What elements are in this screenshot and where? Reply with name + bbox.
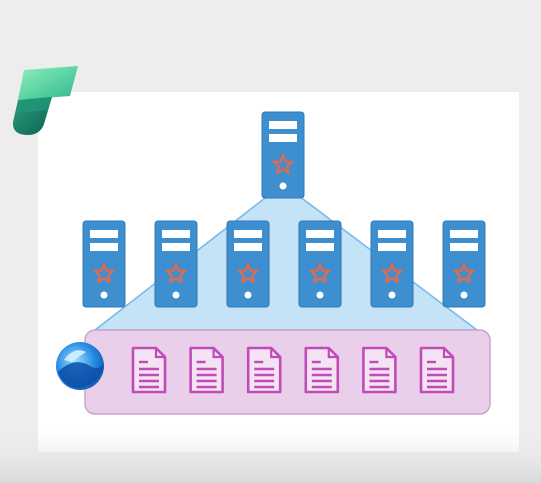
spark-star-icon xyxy=(93,262,115,284)
file-document-3 xyxy=(246,346,282,394)
driver-server xyxy=(261,111,305,199)
file-document-4 xyxy=(304,346,340,394)
server-led xyxy=(100,291,108,299)
server-slot xyxy=(450,243,478,251)
file-document-1 xyxy=(131,346,167,394)
bottom-fade xyxy=(0,430,541,483)
server-slot xyxy=(450,230,478,238)
file-documents xyxy=(131,346,455,394)
file-document-5 xyxy=(362,346,397,394)
server-slot xyxy=(306,230,334,238)
file-document-6 xyxy=(419,346,455,394)
worker-server-6 xyxy=(442,220,486,308)
server-slot xyxy=(90,243,118,251)
spark-star-icon xyxy=(165,262,187,284)
worker-nodes xyxy=(82,220,486,308)
spark-star-icon xyxy=(453,262,475,284)
server-slot xyxy=(234,243,262,251)
server-slot xyxy=(269,134,297,142)
server-slot xyxy=(378,230,406,238)
server-slot xyxy=(162,230,190,238)
server-slot xyxy=(269,121,297,129)
server-slot xyxy=(90,230,118,238)
server-led xyxy=(316,291,324,299)
server-led xyxy=(279,182,287,190)
server-led xyxy=(460,291,468,299)
server-led xyxy=(244,291,252,299)
fabric-logo-icon xyxy=(12,66,78,135)
server-slot xyxy=(162,243,190,251)
file-document-2 xyxy=(189,346,224,394)
worker-server-3 xyxy=(226,220,270,308)
server-slot xyxy=(306,243,334,251)
driver-node xyxy=(261,111,305,199)
spark-star-icon xyxy=(272,153,294,175)
spark-star-icon xyxy=(237,262,259,284)
server-slot xyxy=(378,243,406,251)
worker-server-5 xyxy=(370,220,414,308)
server-led xyxy=(388,291,396,299)
worker-server-4 xyxy=(298,220,342,308)
onelake-icon xyxy=(56,342,104,390)
spark-star-icon xyxy=(309,262,331,284)
server-led xyxy=(172,291,180,299)
worker-server-1 xyxy=(82,220,126,308)
worker-server-2 xyxy=(154,220,198,308)
spark-star-icon xyxy=(381,262,403,284)
server-slot xyxy=(234,230,262,238)
